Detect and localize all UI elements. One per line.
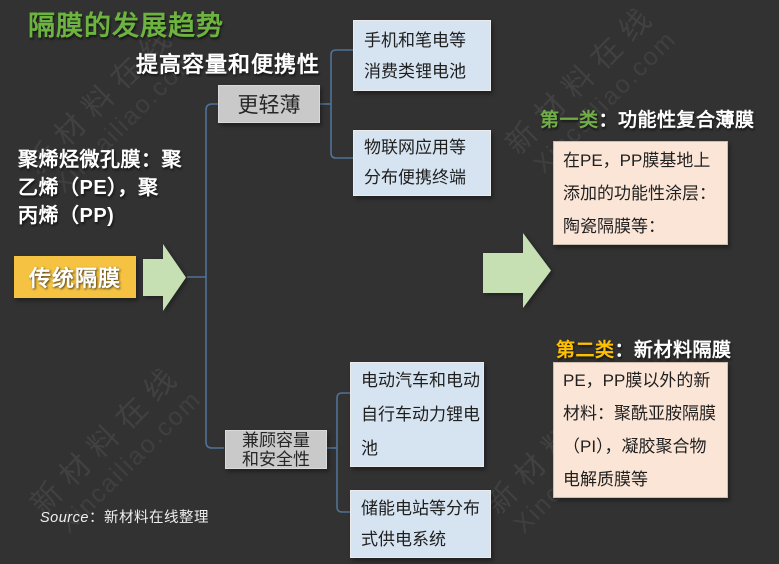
app-box-iot: 物联网应用等 分布便携终端	[353, 130, 491, 196]
source-note: Source：新材料在线整理	[40, 506, 209, 527]
category-1-name: ：功能性复合薄膜	[598, 110, 755, 131]
connector-main-bracket	[205, 103, 224, 449]
traditional-separator-box: 传统隔膜	[14, 256, 136, 298]
category-body-line: 添加的功能性涂层：	[563, 183, 716, 203]
category-2-name: ：新材料隔膜	[614, 340, 732, 361]
app-line: 分布便携终端	[364, 168, 466, 187]
category-2-body: PE，PP膜以外的新 材料：聚酰亚胺隔膜 （PI），凝胶聚合物 电解质膜等	[553, 362, 728, 498]
app-box-consumer: 手机和笔电等 消费类锂电池	[353, 20, 491, 91]
app-line: 物联网应用等	[364, 138, 466, 157]
arrow-right-icon	[143, 244, 186, 311]
app-line: 储能电站等分布	[361, 499, 480, 518]
category-1-tag: 第一类	[540, 110, 599, 131]
page-subtitle: 提高容量和便携性	[136, 52, 321, 77]
category-body-line: 在PE，PP膜基地上	[563, 150, 711, 170]
category-body-line: 陶瓷隔膜等：	[563, 216, 665, 236]
intro-line: 丙烯（PP)	[18, 205, 115, 227]
branch-lighter-label: 更轻薄	[237, 94, 301, 117]
intro-line: 聚烯烃微孔膜：聚	[18, 149, 182, 171]
app-line: 电动汽车和电动	[361, 370, 480, 390]
branch-safety-line: 和安全性	[242, 449, 310, 469]
app-line: 自行车动力锂电	[361, 404, 480, 424]
intro-text: 聚烯烃微孔膜：聚 乙烯（PE），聚 丙烯（PP)	[18, 146, 182, 230]
branch-box-safety: 兼顾容量 和安全性	[225, 430, 327, 469]
category-body-line: PE，PP膜以外的新	[563, 371, 711, 390]
app-box-storage: 储能电站等分布 式供电系统	[350, 490, 491, 558]
app-line: 消费类锂电池	[364, 61, 466, 81]
connector-light-bracket	[330, 49, 354, 159]
category-2-tag: 第二类	[556, 340, 615, 361]
category-body-line: 材料：聚酰亚胺隔膜	[563, 404, 716, 423]
source-text: ：新材料在线整理	[88, 510, 209, 526]
page-title: 隔膜的发展趋势	[28, 11, 224, 41]
category-1-body: 在PE，PP膜基地上 添加的功能性涂层： 陶瓷隔膜等：	[553, 141, 728, 245]
connector-safety-bracket	[336, 392, 351, 513]
branch-safety-line: 兼顾容量	[242, 430, 310, 450]
app-line: 池	[361, 438, 378, 458]
intro-line: 乙烯（PE），聚	[18, 177, 159, 199]
category-body-line: （PI），凝胶聚合物	[563, 437, 707, 456]
app-line: 手机和笔电等	[364, 30, 466, 50]
category-body-line: 电解质膜等	[563, 470, 648, 489]
app-box-ev: 电动汽车和电动 自行车动力锂电 池	[350, 362, 484, 467]
app-line: 式供电系统	[361, 530, 446, 549]
category-1-label: 第一类：功能性复合薄膜	[540, 105, 755, 132]
traditional-separator-label: 传统隔膜	[28, 266, 121, 291]
arrow-right-icon	[483, 233, 551, 308]
branch-box-lighter: 更轻薄	[218, 85, 320, 123]
category-2-label: 第二类：新材料隔膜	[556, 335, 732, 362]
source-prefix: Source	[40, 510, 89, 526]
